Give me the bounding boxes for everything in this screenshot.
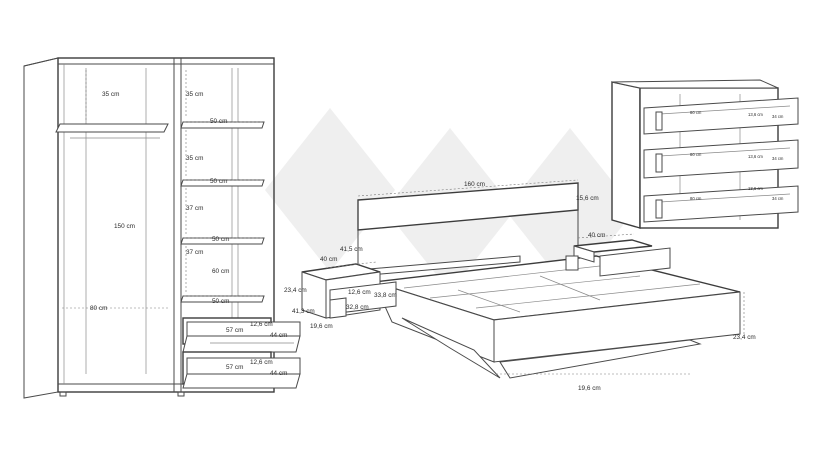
bed-label: 32,8 cm [346, 304, 369, 311]
wardrobe-label: 80 cm [90, 305, 107, 312]
dresser-label: 34 cm [772, 114, 784, 119]
bed-label: 40 cm [588, 232, 605, 239]
dresser-drawing [611, 79, 799, 229]
dresser-label: 80 cm [690, 110, 702, 115]
bed-labels: 160 cm 15,6 cm 41,5 cm 40 cm 40 cm 23,4 … [284, 181, 756, 392]
wardrobe-label: 35 cm [102, 91, 119, 98]
dresser-label: 80 cm [690, 196, 702, 201]
wardrobe-label: 35 cm [186, 91, 203, 98]
dresser-label: 34 cm [772, 196, 784, 201]
wardrobe-label: 50 cm [212, 236, 229, 243]
bed-label: 40 cm [320, 256, 337, 263]
wardrobe-label: 37 cm [186, 205, 203, 212]
dresser-label: 13,6 cm [748, 154, 763, 159]
bed-label: 33,8 cm [374, 292, 397, 299]
wardrobe-label: 60 cm [212, 268, 229, 275]
bed-label: 19,6 cm [578, 385, 601, 392]
bed-label: 23,4 cm [733, 334, 756, 341]
bed-label: 15,6 cm [576, 195, 599, 202]
dresser-labels: 80 cm 13,6 cm 34 cm 80 cm 13,6 cm 34 cm … [690, 110, 784, 201]
wardrobe-label: 50 cm [212, 298, 229, 305]
bed-label: 160 cm [464, 181, 485, 188]
dresser-label: 80 cm [690, 152, 702, 157]
wardrobe-drawing [23, 57, 301, 399]
dresser-label: 34 cm [772, 156, 784, 161]
wardrobe-label: 50 cm [210, 178, 227, 185]
wardrobe-drawer-label: 44 cm [270, 332, 287, 339]
bed-label: 19,6 cm [310, 323, 333, 330]
wardrobe-drawer-label: 12,6 cm [250, 359, 273, 366]
wardrobe-labels: 35 cm 35 cm 50 cm 35 cm 50 cm 37 cm 150 … [90, 91, 287, 377]
bed-label: 23,4 cm [284, 287, 307, 294]
wardrobe-drawer-label: 12,6 cm [250, 321, 273, 328]
wardrobe-drawer-label: 57 cm [226, 327, 243, 334]
bed-label: 12,6 cm [348, 289, 371, 296]
dresser-label: 13,6 cm [748, 112, 763, 117]
bed-label: 41,3 cm [292, 308, 315, 315]
wardrobe-label: 37 cm [186, 249, 203, 256]
wardrobe-drawer-label: 57 cm [226, 364, 243, 371]
wardrobe-label: 150 cm [114, 223, 135, 230]
wardrobe-drawer-label: 44 cm [270, 370, 287, 377]
wardrobe-label: 50 cm [210, 118, 227, 125]
wardrobe-label: 35 cm [186, 155, 203, 162]
dresser-label: 13,6 cm [748, 186, 763, 191]
bed-drawing [301, 179, 745, 379]
bed-label: 41,5 cm [340, 246, 363, 253]
